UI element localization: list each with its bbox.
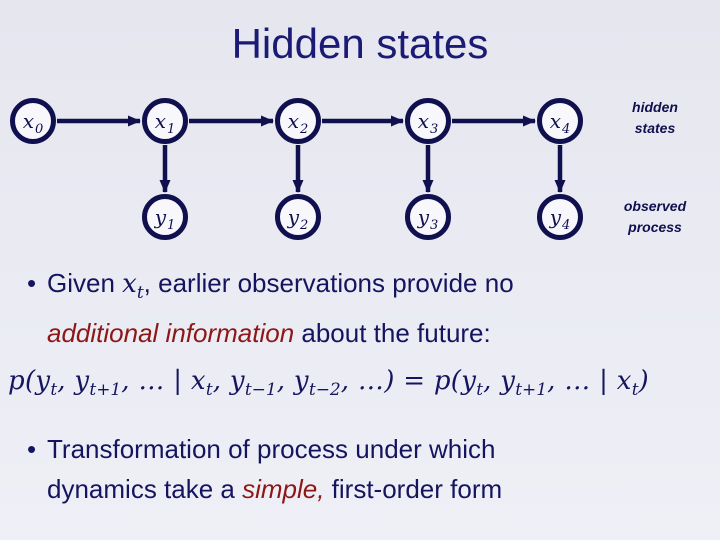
node-x2: x2	[275, 98, 321, 144]
bullet-text: Given xt, earlier observations provide n…	[47, 263, 514, 353]
node-label: y2	[287, 205, 309, 233]
bullet-dot: •	[27, 268, 37, 298]
node-label: y1	[154, 205, 176, 233]
page-title: Hidden states	[231, 20, 489, 67]
node-label: x2	[287, 109, 309, 137]
node-x3: x3	[405, 98, 451, 144]
node-y3: y3	[405, 194, 451, 240]
bullet-line-1: Transformation of process under which	[47, 434, 496, 464]
bullet-dot: •	[27, 434, 37, 464]
node-x0: x0	[10, 98, 56, 144]
node-x4: x4	[537, 98, 583, 144]
bullet-transformation: • Transformation of process under which …	[27, 429, 502, 509]
node-label: x0	[22, 109, 44, 137]
hidden-states-label: hidden states	[632, 99, 678, 136]
node-y2: y2	[275, 194, 321, 240]
bullet-given: • Given xt, earlier observations provide…	[27, 263, 514, 353]
bullet-line-1: Given xt, earlier observations provide n…	[47, 268, 514, 304]
bullet-line-2: dynamics take a simple, first-order form	[47, 474, 503, 504]
node-x1: x1	[142, 98, 188, 144]
markov-property-equation: p(yt, yt+1, … | xt, yt−1, yt−2, …) = p(y…	[8, 366, 649, 401]
observed-process-label: observed process	[623, 198, 687, 235]
node-label: y3	[417, 205, 439, 233]
node-label: y4	[549, 205, 571, 233]
node-y4: y4	[537, 194, 583, 240]
node-y1: y1	[142, 194, 188, 240]
node-label: x4	[549, 109, 571, 137]
bullet-line-2: additional information about the future:	[47, 318, 491, 349]
bullet-text: Transformation of process under which dy…	[47, 429, 502, 509]
node-label: x3	[417, 109, 439, 137]
node-label: x1	[154, 109, 176, 137]
